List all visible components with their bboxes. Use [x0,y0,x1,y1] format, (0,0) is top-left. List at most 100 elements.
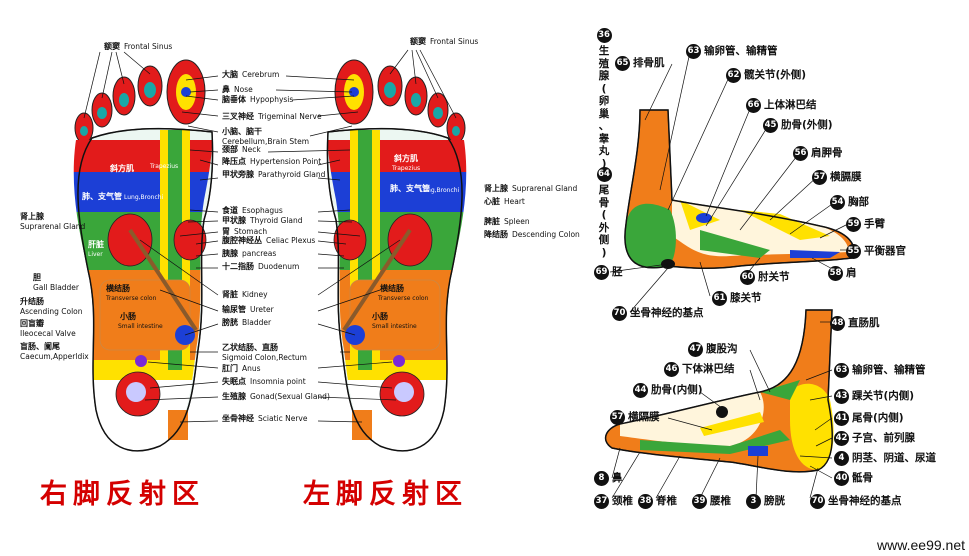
organ-label-zh: 胰腺 [222,249,238,258]
label-text: 髋关节(外侧) [744,69,807,81]
vertical-char: ( [601,209,607,221]
organ-label-zh: 输尿管 [222,305,246,314]
vertical-char: 殖 [598,57,610,70]
organ-label-en: Hypophysis [250,95,294,104]
label-text: 膀胱 [764,495,785,507]
transverse-text-right: 横结肠 [106,284,130,293]
label-number: 62 [726,68,741,83]
organ-label-zh: 降压点 [222,157,246,166]
small-intestine-en-left: Small intestine [372,323,417,330]
label-number: 39 [692,494,707,509]
transverse-text-left: 横结肠 [380,284,404,293]
organ-label-en: Anus [242,364,261,373]
label-number: 47 [688,342,703,357]
label-number: 55 [846,244,861,259]
vertical-char: ) [601,157,607,170]
label-text: 脊椎 [656,495,677,507]
organ-label-en: pancreas [242,249,277,258]
label-text: 颈椎 [612,495,633,507]
organ-label: 失眠点 Insomnia point [222,377,306,387]
organ-label-zh: 食道 [222,206,238,215]
label-number: 43 [834,389,849,404]
vertical-char: 丸 [598,145,610,157]
label-text: 横膈膜 [830,171,862,183]
organ-label-zh: 小脑、脑干 [222,127,262,136]
organ-label-zh: 失眠点 [222,377,246,386]
organ-label-zh: 坐骨神经 [222,414,254,423]
label-number: 57 [812,170,827,185]
label-text: 肩 [846,267,857,279]
label-text: 坐骨神经的基点 [828,495,902,507]
organ-label-en: Insomnia point [250,377,306,386]
label-text: 腹股沟 [706,343,738,355]
coccyx-vertical-label: 64 尾骨(外侧) [596,167,612,259]
organ-label-en: Trigeminal Nerve [258,112,322,121]
label-text: 肘关节 [758,271,790,283]
label-text: 踝关节(内侧) [852,390,915,402]
label-number: 63 [686,44,701,59]
trapezius-text-left: 斜方肌 [394,154,418,163]
organ-label-en: Esophagus [242,206,283,215]
label-text: 尾骨(内侧) [852,412,904,424]
transverse-en-left: Transverse colon [378,295,429,302]
label-number: 41 [834,411,849,426]
label-text: 肋骨(外侧) [781,119,833,131]
organ-label-en: Cerebellum,Brain Stem [222,137,310,146]
label-text: 下体淋巴结 [682,363,735,375]
label-text: 胸部 [848,196,869,208]
label-number: 46 [664,362,679,377]
organ-label-en: Sigmoid Colon,Rectum [222,353,307,362]
organ-label-zh: 甲状旁腺 [222,170,254,179]
label-number: 57 [610,410,625,425]
left-foot-title: 左脚反射区 [303,479,468,510]
label-text: 子宫、前列腺 [852,432,915,444]
label-text: 肋骨(内侧) [651,384,703,396]
small-intestine-en-right: Small intestine [118,323,163,330]
vertical-char: 巢 [598,107,610,120]
label-number: 45 [763,118,778,133]
vertical-char: 卵 [598,95,610,107]
label-number: 48 [830,316,845,331]
label-number: 69 [594,265,609,280]
vertical-char: ( [601,82,607,95]
label-number: 37 [594,494,609,509]
trapezius-en-left: Trapezius [392,165,421,172]
label-text: 坐骨神经的基点 [630,307,704,319]
organ-label-en: Nose [234,85,253,94]
liver-en-right: Liver [88,251,103,258]
label-number: 61 [712,291,727,306]
label-number: 70 [612,306,627,321]
label-text: 膝关节 [730,292,762,304]
right-foot-sole [73,59,214,452]
label-number: 40 [834,471,849,486]
label-number: 44 [633,383,648,398]
organ-label-zh: 鼻 [222,85,230,94]
label-text: 排骨肌 [633,57,665,69]
